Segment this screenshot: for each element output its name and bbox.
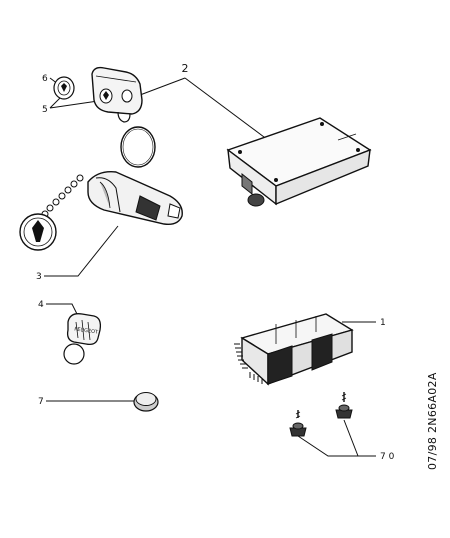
badge-part-6 [53, 76, 75, 100]
callout-numbers: 2 6 5 3 4 7 1 7 0 [36, 62, 395, 462]
callout-4: 4 [38, 300, 44, 310]
callout-1: 1 [380, 318, 386, 328]
callout-6: 6 [42, 74, 48, 84]
control-unit-part-1 [234, 313, 354, 386]
key-tag-logo-text: PEUGEOT [74, 326, 99, 335]
leader-70b [343, 419, 359, 457]
receiver-module-part-2 [226, 117, 372, 207]
remote-key-part-3 [19, 171, 183, 251]
leader-3 [44, 225, 119, 277]
leader-5 [49, 97, 99, 109]
callout-2: 2 [182, 62, 189, 75]
reference-code: 07/98 2N66A02A [426, 372, 439, 470]
screw-right [335, 392, 353, 419]
leader-70a [297, 435, 376, 457]
remote-transmitter-part-5 [91, 66, 156, 168]
callout-70: 7 0 [380, 452, 395, 462]
callout-3: 3 [36, 272, 42, 282]
leader-2-to-remote [139, 77, 186, 96]
battery-part-7 [133, 392, 159, 412]
screw-left [289, 410, 307, 437]
leader-2-to-module [184, 77, 269, 141]
key-tag-part-4: PEUGEOT [63, 313, 102, 365]
callout-5: 5 [42, 105, 48, 115]
callout-7: 7 [38, 397, 44, 407]
leader-4 [46, 303, 79, 317]
leader-lines [44, 77, 376, 457]
